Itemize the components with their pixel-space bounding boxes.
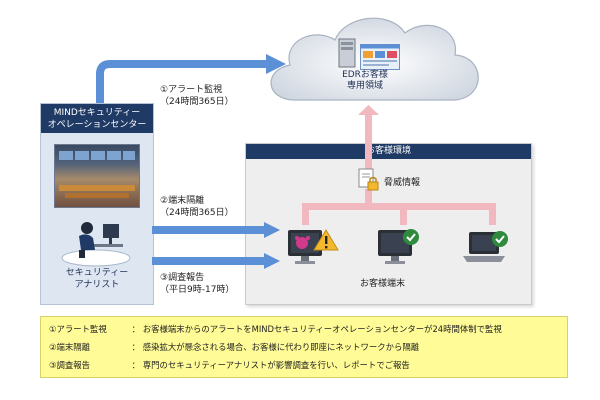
legend-separator: ： <box>131 360 141 370</box>
soc-panel: MINDセキュリティー オペレーションセンター セキュリティー アナリスト <box>40 103 154 305</box>
isolation-flow-title: ②端末隔離 <box>160 196 205 206</box>
legend-label: ③調査報告 <box>49 360 91 370</box>
legend-row: ①アラート監視 ： お客様端末からのアラートをMINDセキュリティーオペレーショ… <box>49 323 502 335</box>
analyst-label: セキュリティー アナリスト <box>41 267 153 291</box>
legend-row: ②端末隔離 ： 感染拡大が懸念される場合、お客様に代わり即座にネットワークから隔… <box>49 341 419 353</box>
analyst-icon <box>61 222 131 267</box>
customer-environment: お客様環境 <box>245 143 532 305</box>
analyst-label-line1: セキュリティー <box>65 268 129 278</box>
legend-text: お客様端末からのアラートをMINDセキュリティーオペレーションセンターが24時間… <box>142 324 502 334</box>
report-flow-hours: （平日9時-17時） <box>160 285 235 295</box>
customer-environment-title: お客様環境 <box>246 144 531 159</box>
dashboard-icon <box>360 44 400 70</box>
soc-room-photo <box>54 144 140 208</box>
report-flow-title: ③調査報告 <box>160 273 205 283</box>
isolation-arrow <box>152 222 280 238</box>
alert-flow-label: ①アラート監視 （24時間365日） <box>160 84 234 108</box>
legend-row: ③調査報告 ： 専門のセキュリティーアナリストが影響調査を行い、レポートでご報告 <box>49 359 410 371</box>
threat-info-label: 脅威情報 <box>384 178 421 188</box>
legend-label: ②端末隔離 <box>49 342 91 352</box>
cloud-label-line1: EDRお客様 <box>342 70 388 80</box>
isolation-flow-label: ②端末隔離 （24時間365日） <box>160 195 234 219</box>
legend-separator: ： <box>131 324 141 334</box>
report-flow-label: ③調査報告 （平日9時-17時） <box>160 272 234 296</box>
cloud-label: EDRお客様 専用領域 <box>325 70 405 92</box>
protected-laptop-icon <box>463 231 508 262</box>
soc-title-line2: オペレーションセンター <box>47 120 147 130</box>
protected-terminal-icon <box>378 229 419 264</box>
soc-title: MINDセキュリティー オペレーションセンター <box>41 104 153 133</box>
server-icon <box>338 38 356 68</box>
infected-terminal-icon <box>288 229 339 264</box>
threat-distribution-lines <box>302 105 496 225</box>
legend-text: 感染拡大が懸念される場合、お客様に代わり即座にネットワークから隔離 <box>142 342 420 352</box>
analyst-label-line2: アナリスト <box>74 280 120 290</box>
alert-flow-hours: （24時間365日） <box>160 97 234 107</box>
alert-arrow <box>96 54 286 106</box>
report-arrow <box>152 253 280 269</box>
legend-label: ①アラート監視 <box>49 324 107 334</box>
alert-flow-title: ①アラート監視 <box>160 85 223 95</box>
customer-terminals-label: お客様端末 <box>360 279 406 289</box>
legend-text: 専門のセキュリティーアナリストが影響調査を行い、レポートでご報告 <box>142 360 410 370</box>
soc-title-line1: MINDセキュリティー <box>53 108 141 118</box>
document-lock-icon <box>358 168 379 191</box>
legend-box: ①アラート監視 ： お客様端末からのアラートをMINDセキュリティーオペレーショ… <box>40 316 568 378</box>
legend-separator: ： <box>131 342 141 352</box>
isolation-flow-hours: （24時間365日） <box>160 208 234 218</box>
cloud-label-line2: 専用領域 <box>346 81 383 91</box>
monitor-wall-icon <box>59 151 135 198</box>
